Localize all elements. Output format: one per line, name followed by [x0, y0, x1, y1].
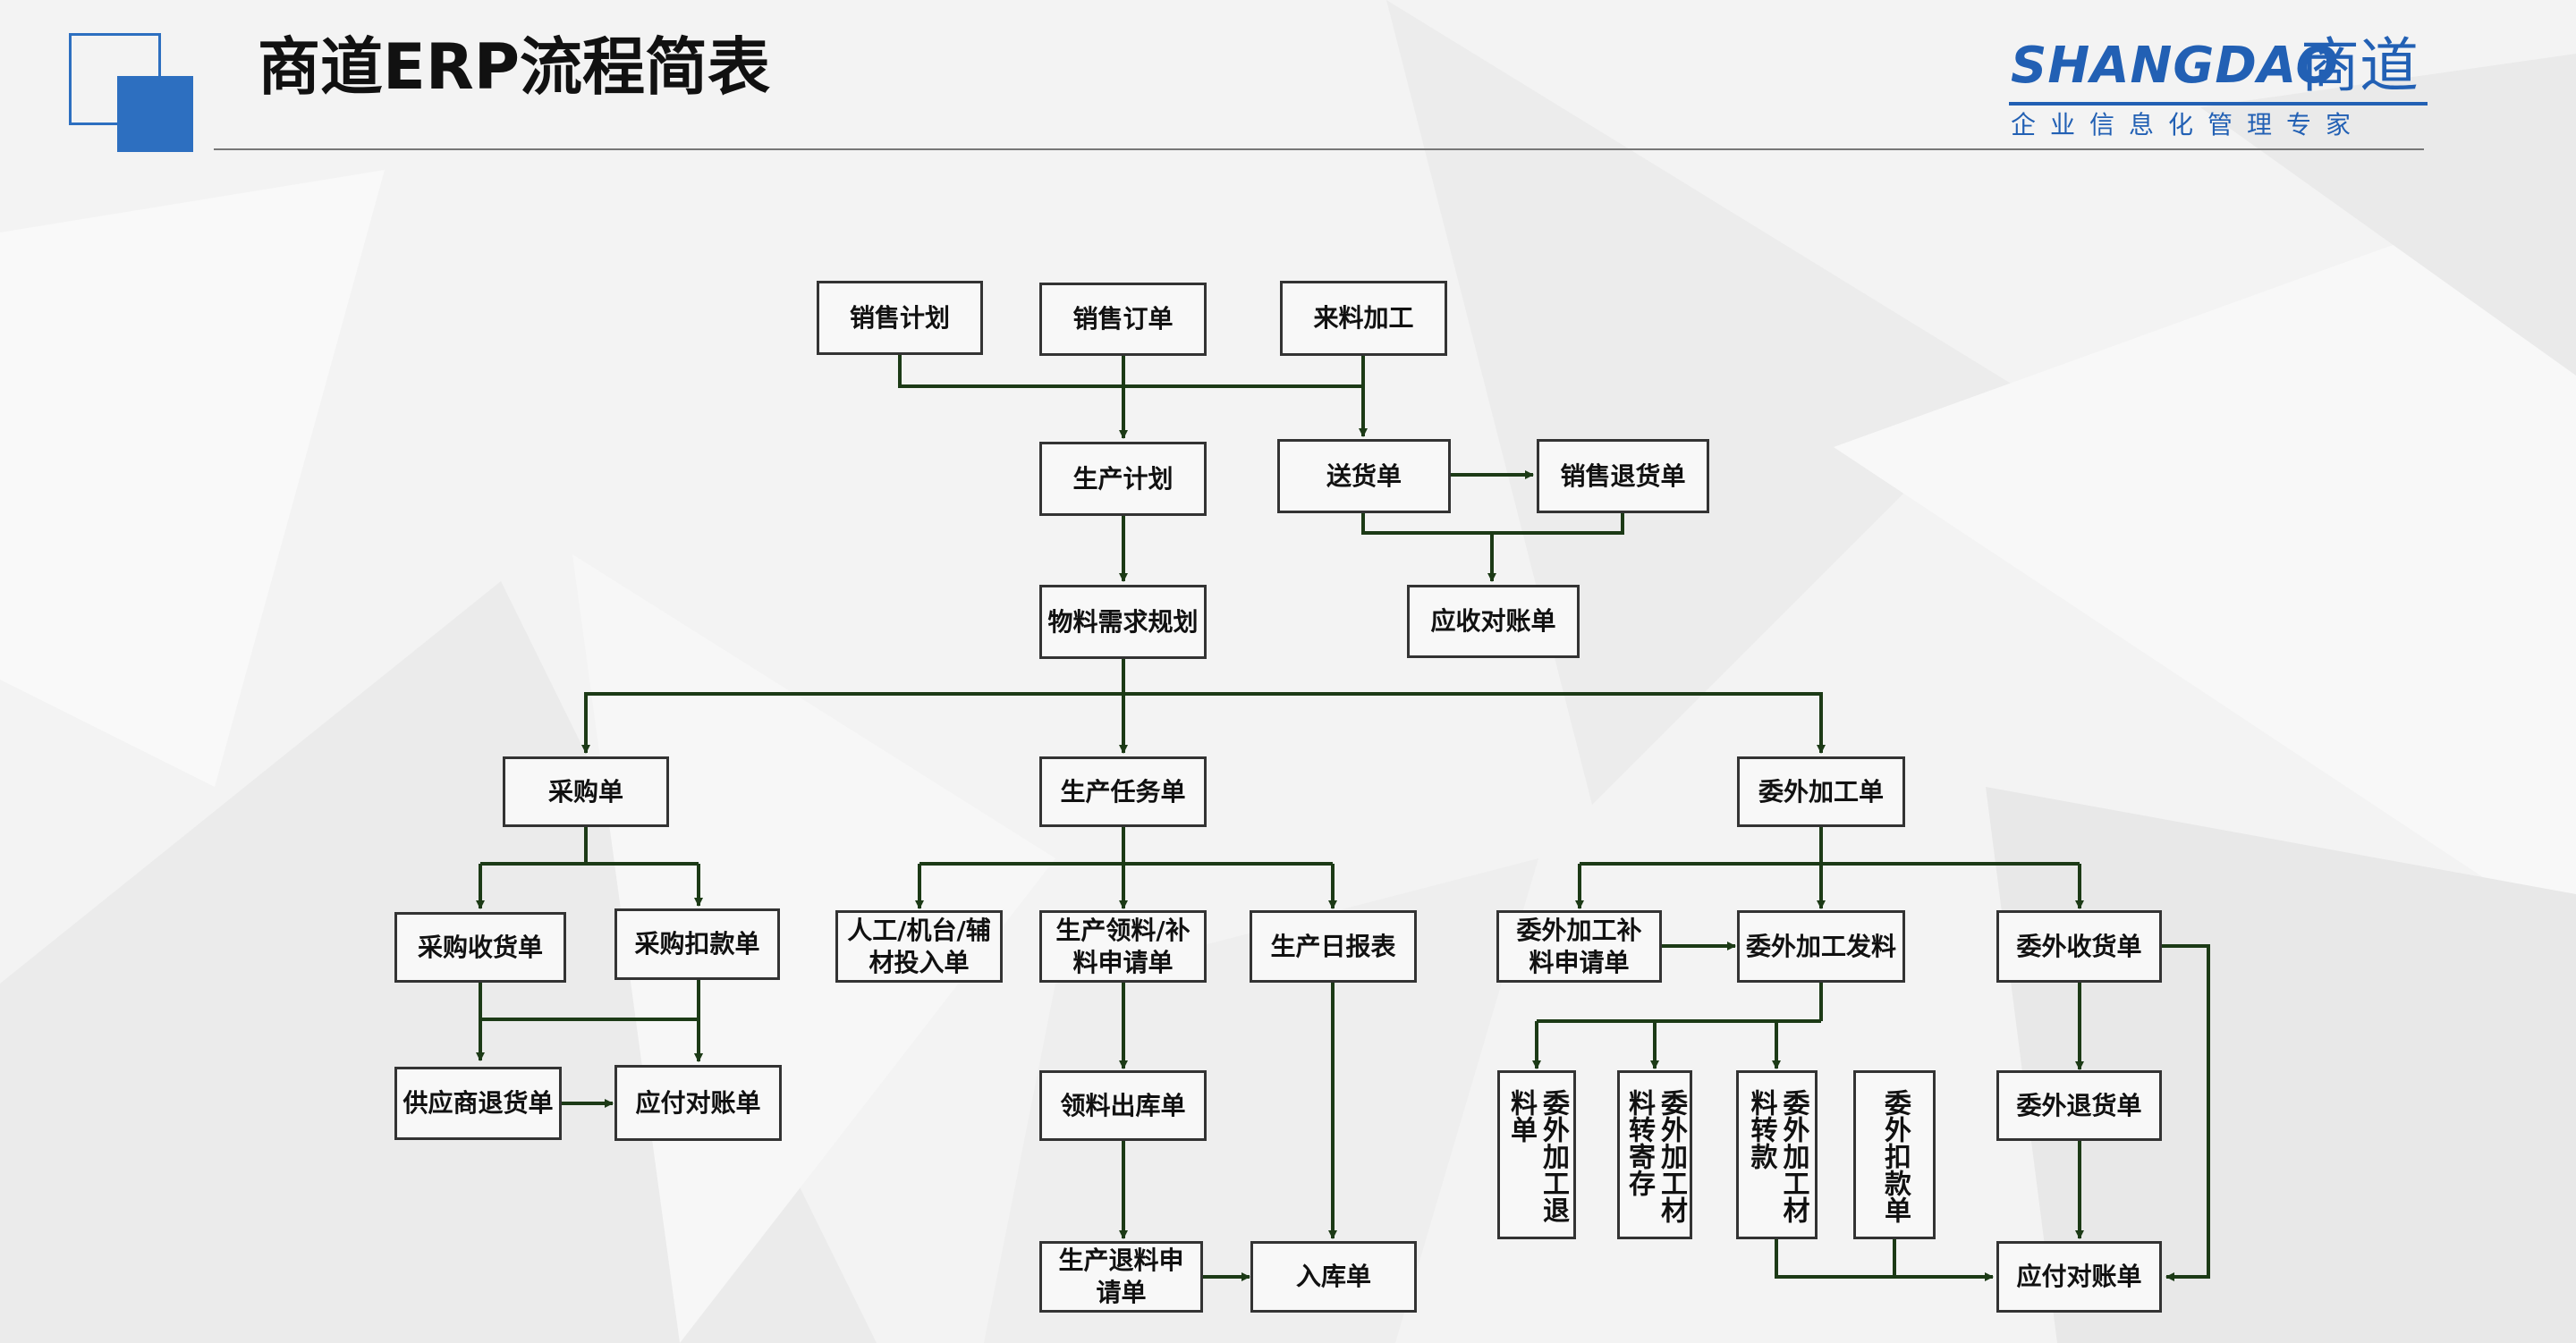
node-production-return-request: 生产退料申请单: [1039, 1241, 1203, 1313]
node-mrp: 物料需求规划: [1039, 585, 1207, 659]
node-outsourcing-return: 委外退货单: [1996, 1070, 2162, 1141]
node-purchase-deduction: 采购扣款单: [614, 908, 780, 980]
connector-mrp-left: [581, 692, 1123, 754]
node-outsourcing-material-return: 委外加工退料单: [1497, 1070, 1576, 1239]
node-warehouse-receipt: 入库单: [1250, 1241, 1417, 1313]
logo-underline: [2009, 102, 2428, 106]
connector-sales-plan-join: [898, 355, 1364, 388]
node-outsourcing-order: 委外加工单: [1737, 756, 1905, 827]
node-purchase-order: 采购单: [503, 756, 669, 827]
node-supplier-return: 供应商退货单: [394, 1067, 562, 1140]
node-payable-statement-outsourcing: 应付对账单: [1996, 1241, 2162, 1313]
connector-mrp-right: [1123, 692, 1826, 754]
decor-square-solid: [117, 76, 193, 152]
node-delivery-note: 送货单: [1277, 439, 1451, 513]
node-sales-plan: 销售计划: [817, 281, 983, 355]
company-logo: SHANGDAO 商道 企业信息化管理专家: [2004, 27, 2433, 143]
node-daily-production-report: 生产日报表: [1250, 910, 1417, 983]
node-sales-return: 销售退货单: [1537, 439, 1709, 513]
node-production-task: 生产任务单: [1039, 756, 1207, 827]
logo-chinese-mark: 商道: [2301, 31, 2419, 100]
header-divider: [214, 148, 2424, 150]
node-outsourcing-material-consignment: 委外加工材料转寄存: [1617, 1070, 1692, 1239]
node-material-issue: 领料出库单: [1039, 1070, 1207, 1141]
node-outsourcing-material-issue: 委外加工发料: [1737, 910, 1905, 983]
node-outsourcing-deduction: 委外扣款单: [1853, 1070, 1936, 1239]
node-labor-machine-input: 人工/机台/辅材投入单: [835, 910, 1003, 983]
page-title: 商道ERP流程简表: [258, 30, 771, 104]
logo-wordmark: SHANGDAO: [2011, 37, 2340, 95]
connector-delivery-return-join: [1361, 513, 1624, 535]
connector-receipt-side-to-payable: [2162, 944, 2210, 1281]
node-material-requisition: 生产领料/补料申请单: [1039, 910, 1207, 983]
node-sales-order: 销售订单: [1039, 283, 1207, 356]
connector-receipt-to-payable: [480, 1018, 703, 1062]
logo-tagline: 企业信息化管理专家: [2011, 110, 2366, 139]
node-outsourcing-material-to-payment: 委外加工材料转款: [1736, 1070, 1818, 1239]
node-payable-statement-purchase: 应付对账单: [614, 1065, 782, 1141]
node-outsourcing-receipt: 委外收货单: [1996, 910, 2162, 983]
node-material-processing: 来料加工: [1280, 281, 1447, 356]
node-production-plan: 生产计划: [1039, 442, 1207, 516]
node-purchase-receipt: 采购收货单: [394, 912, 566, 983]
node-receivable-statement: 应收对账单: [1407, 585, 1580, 658]
node-outsourcing-supplement-request: 委外加工补料申请单: [1496, 910, 1662, 983]
connector-payment-deduction-to-payable: [1775, 1239, 1994, 1281]
